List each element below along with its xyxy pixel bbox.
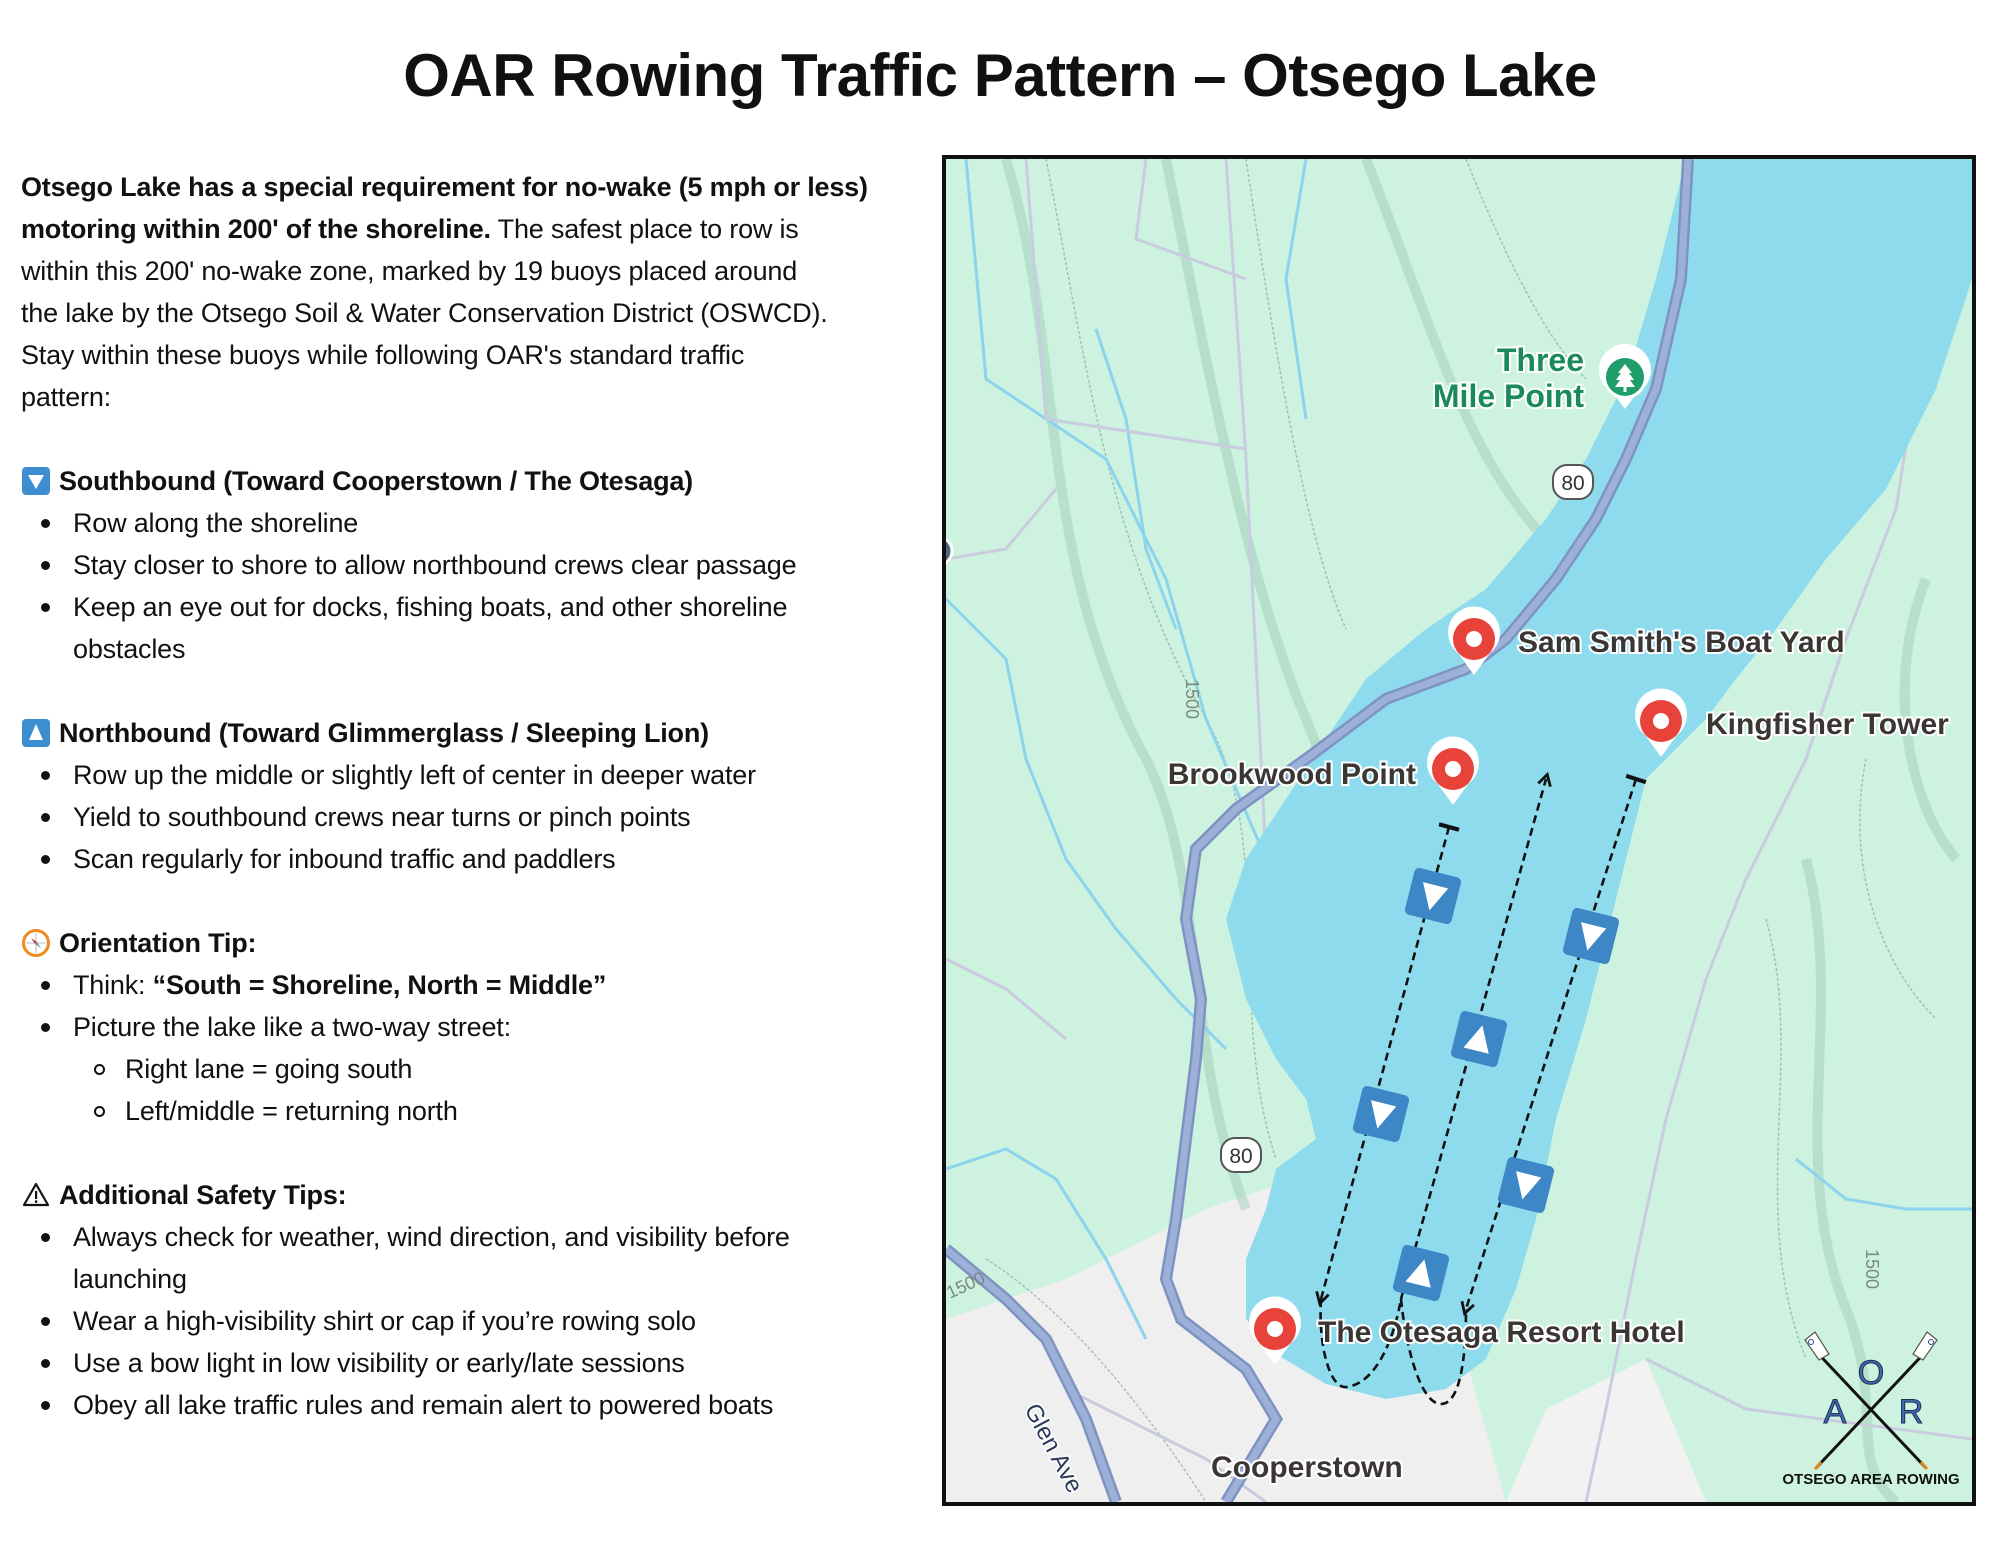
southbound-arrow-marker: [1352, 1085, 1410, 1143]
list-item: Row along the shoreline: [21, 502, 941, 544]
tree-icon: [1615, 364, 1635, 392]
place-label-kingfisher: Kingfisher Tower: [1706, 708, 1949, 741]
orientation-list: Think: “South = Shoreline, North = Middl…: [21, 964, 941, 1048]
northbound-arrow-marker: [1450, 1010, 1508, 1068]
list-item: Obey all lake traffic rules and remain a…: [21, 1384, 941, 1426]
northbound-arrow-marker: [1392, 1244, 1450, 1302]
intro-bold-1: Otsego Lake has a special requirement fo…: [21, 172, 868, 202]
intro-text-6: pattern:: [21, 382, 111, 412]
list-item: Always check for weather, wind direction…: [21, 1216, 941, 1300]
orientation-heading: Orientation Tip:: [21, 922, 941, 964]
list-item: Wear a high-visibility shirt or cap if y…: [21, 1300, 941, 1342]
southbound-arrow-marker: [1562, 907, 1620, 965]
intro-text-5: Stay within these buoys while following …: [21, 340, 745, 370]
pin-kingfisher[interactable]: [1635, 688, 1687, 757]
contour-label: 1500: [1182, 679, 1202, 719]
svg-text:80: 80: [1561, 472, 1584, 495]
contour-label: 1500: [1862, 1249, 1882, 1289]
place-label-cooperstown: Cooperstown: [1211, 1451, 1403, 1484]
list-item: Use a bow light in low visibility or ear…: [21, 1342, 941, 1384]
list-item: Right lane = going south: [21, 1048, 941, 1090]
oar-logo: O A R OTSEGO AREA ROWING: [1782, 1331, 1960, 1488]
page-title: OAR Rowing Traffic Pattern – Otsego Lake: [403, 42, 1597, 109]
park-pin-three-mile-point[interactable]: [1599, 343, 1651, 409]
svg-text:R: R: [1899, 1393, 1924, 1431]
safety-list: Always check for weather, wind direction…: [21, 1216, 941, 1426]
svg-text:A: A: [1824, 1393, 1847, 1431]
intro-paragraph: Otsego Lake has a special requirement fo…: [21, 166, 941, 418]
southbound-arrow-marker: [1497, 1156, 1555, 1214]
warning-icon: [22, 1182, 50, 1207]
safety-heading: Additional Safety Tips:: [21, 1174, 941, 1216]
lake-map[interactable]: 80 80 1500 1500 1500: [942, 155, 1976, 1506]
pin-sam-smiths[interactable]: [1448, 606, 1500, 675]
route-80-shield-north: 80: [1552, 464, 1594, 500]
place-label-three: Three: [1497, 342, 1584, 378]
intro-text-3: within this 200' no-wake zone, marked by…: [21, 256, 798, 286]
place-label-sam-smiths: Sam Smith's Boat Yard: [1518, 626, 1845, 659]
intro-text-2: The safest place to row is: [490, 214, 799, 244]
northbound-heading: Northbound (Toward Glimmerglass / Sleepi…: [21, 712, 941, 754]
list-item: Scan regularly for inbound traffic and p…: [21, 838, 941, 880]
orientation-sublist: Right lane = going south Left/middle = r…: [21, 1048, 941, 1132]
compass-icon: [22, 929, 50, 957]
intro-bold-2: motoring within 200' of the shoreline.: [21, 214, 491, 244]
pin-otesaga[interactable]: [1249, 1296, 1301, 1365]
list-item: Think: “South = Shoreline, North = Middl…: [21, 964, 941, 1006]
list-item: Row up the middle or slightly left of ce…: [21, 754, 941, 796]
list-item: Yield to southbound crews near turns or …: [21, 796, 941, 838]
svg-text:O: O: [1858, 1354, 1884, 1392]
southbound-arrow-marker: [1404, 867, 1462, 925]
pin-brookwood[interactable]: [1427, 736, 1479, 805]
place-label-otesaga: The Otesaga Resort Hotel: [1318, 1316, 1685, 1349]
list-item: Picture the lake like a two-way street:: [21, 1006, 941, 1048]
intro-text-4: the lake by the Otsego Soil & Water Cons…: [21, 298, 828, 328]
route-80-shield-south: 80: [1220, 1137, 1262, 1173]
northbound-list: Row up the middle or slightly left of ce…: [21, 754, 941, 880]
list-item: Left/middle = returning north: [21, 1090, 941, 1132]
place-label-mile-point: Mile Point: [1433, 378, 1584, 414]
down-arrow-icon: [22, 467, 50, 495]
logo-caption: OTSEGO AREA ROWING: [1782, 1471, 1959, 1488]
list-item: Stay closer to shore to allow northbound…: [21, 544, 941, 586]
svg-text:80: 80: [1229, 1145, 1252, 1168]
list-item: Keep an eye out for docks, fishing boats…: [21, 586, 941, 670]
instructions-panel: Otsego Lake has a special requirement fo…: [21, 166, 941, 1426]
southbound-heading: Southbound (Toward Cooperstown / The Ote…: [21, 460, 941, 502]
up-arrow-icon: [22, 719, 50, 747]
place-label-brookwood: Brookwood Point: [1168, 758, 1416, 791]
southbound-list: Row along the shoreline Stay closer to s…: [21, 502, 941, 670]
